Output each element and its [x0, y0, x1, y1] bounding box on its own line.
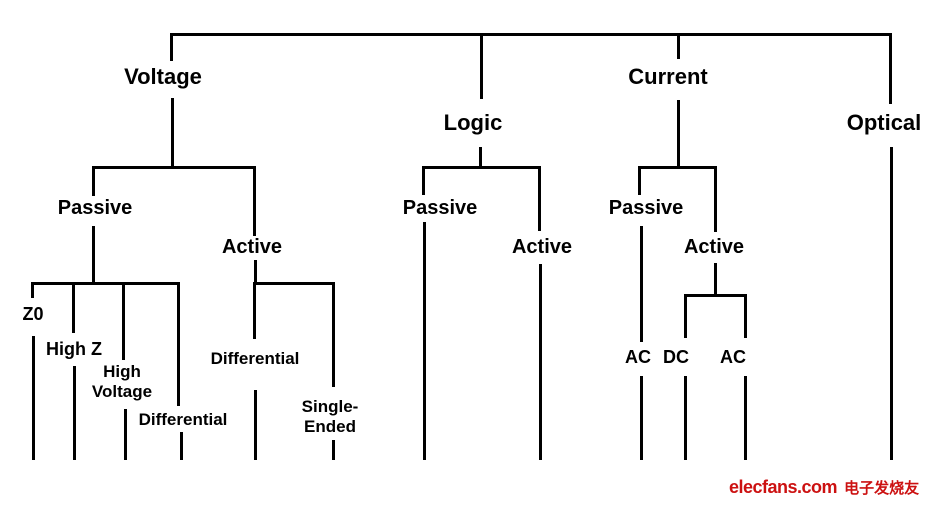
logic-active-tail-line — [539, 264, 542, 460]
node-high-z-label: High Z — [46, 339, 102, 359]
current-active-ac-tail-line — [744, 376, 747, 460]
dc-stem-line — [684, 294, 687, 338]
node-dc-label: DC — [663, 347, 689, 367]
voltage-active-children-bar-line — [253, 282, 335, 285]
current-active-stem-line — [714, 166, 717, 232]
logic-passive-stem-line — [422, 166, 425, 195]
high-z-tail-line — [73, 366, 76, 460]
logic-active-stem-line — [538, 166, 541, 231]
current-children-bar-line — [638, 166, 717, 169]
current-passive-ac-tail-line — [640, 376, 643, 460]
watermark: elecfans.com 电子发烧友 — [729, 477, 919, 498]
voltage-stem-line — [171, 98, 174, 168]
node-voltage-label: Voltage — [124, 64, 202, 89]
node-high-voltage-label: High Voltage — [91, 362, 153, 401]
optical-tail-line — [890, 147, 893, 460]
voltage-passive-differential-stem-line — [177, 282, 180, 406]
current-active-children-bar-line — [684, 294, 747, 297]
node-current-passive-ac-label: AC — [625, 347, 651, 367]
voltage-passive-stem-line — [92, 166, 95, 196]
voltage-passive-stem-lower-line — [92, 226, 95, 284]
node-single-ended-label: Single- Ended — [301, 397, 359, 436]
current-stem-top-line — [677, 33, 680, 59]
voltage-active-differential-tail-line — [254, 390, 257, 460]
node-voltage-passive-differential-label: Differential — [138, 410, 228, 429]
dc-tail-line — [684, 376, 687, 460]
single-ended-tail-line — [332, 440, 335, 460]
voltage-children-bar-line — [92, 166, 256, 169]
z0-stem-line — [31, 282, 34, 298]
current-passive-stem-line — [638, 166, 641, 195]
high-voltage-stem-line — [122, 282, 125, 360]
node-logic-passive-label: Passive — [402, 197, 478, 219]
single-ended-stem-line — [332, 282, 335, 387]
node-voltage-passive-label: Passive — [57, 197, 133, 219]
node-current-active-label: Active — [683, 236, 745, 258]
node-current-passive-label: Passive — [608, 197, 684, 219]
current-active-ac-stem-line — [744, 294, 747, 338]
optical-stem-top-line — [889, 33, 892, 104]
elecfans-logo: elecfans.com — [729, 477, 838, 497]
high-z-stem-line — [72, 282, 75, 333]
voltage-active-stem-lower-line — [254, 260, 257, 284]
node-current-active-ac-label: AC — [720, 347, 746, 367]
z0-tail-line — [32, 336, 35, 460]
logic-passive-tail-line — [423, 222, 426, 460]
voltage-passive-differential-tail-line — [180, 432, 183, 460]
node-z0-label: Z0 — [22, 304, 44, 324]
current-active-stem-lower-line — [714, 263, 717, 296]
high-voltage-tail-line — [124, 409, 127, 460]
root-bar-line — [170, 33, 892, 36]
voltage-stem-top-line — [170, 33, 173, 61]
node-logic-active-label: Active — [511, 236, 573, 258]
voltage-active-differential-stem-line — [253, 282, 256, 339]
node-voltage-active-label: Active — [221, 236, 283, 258]
voltage-passive-children-bar-line — [31, 282, 180, 285]
voltage-active-stem-line — [253, 166, 256, 236]
elecfans-logo-chinese: 电子发烧友 — [844, 480, 920, 497]
current-stem-line — [677, 100, 680, 168]
node-current-label: Current — [628, 64, 708, 89]
node-optical-label: Optical — [846, 110, 922, 135]
node-logic-label: Logic — [443, 110, 503, 135]
logic-stem-top-line — [480, 33, 483, 99]
logic-stem-line — [479, 147, 482, 168]
logic-children-bar-line — [422, 166, 541, 169]
node-voltage-active-differential-label: Differential — [210, 349, 300, 368]
current-passive-mid-line — [640, 226, 643, 342]
